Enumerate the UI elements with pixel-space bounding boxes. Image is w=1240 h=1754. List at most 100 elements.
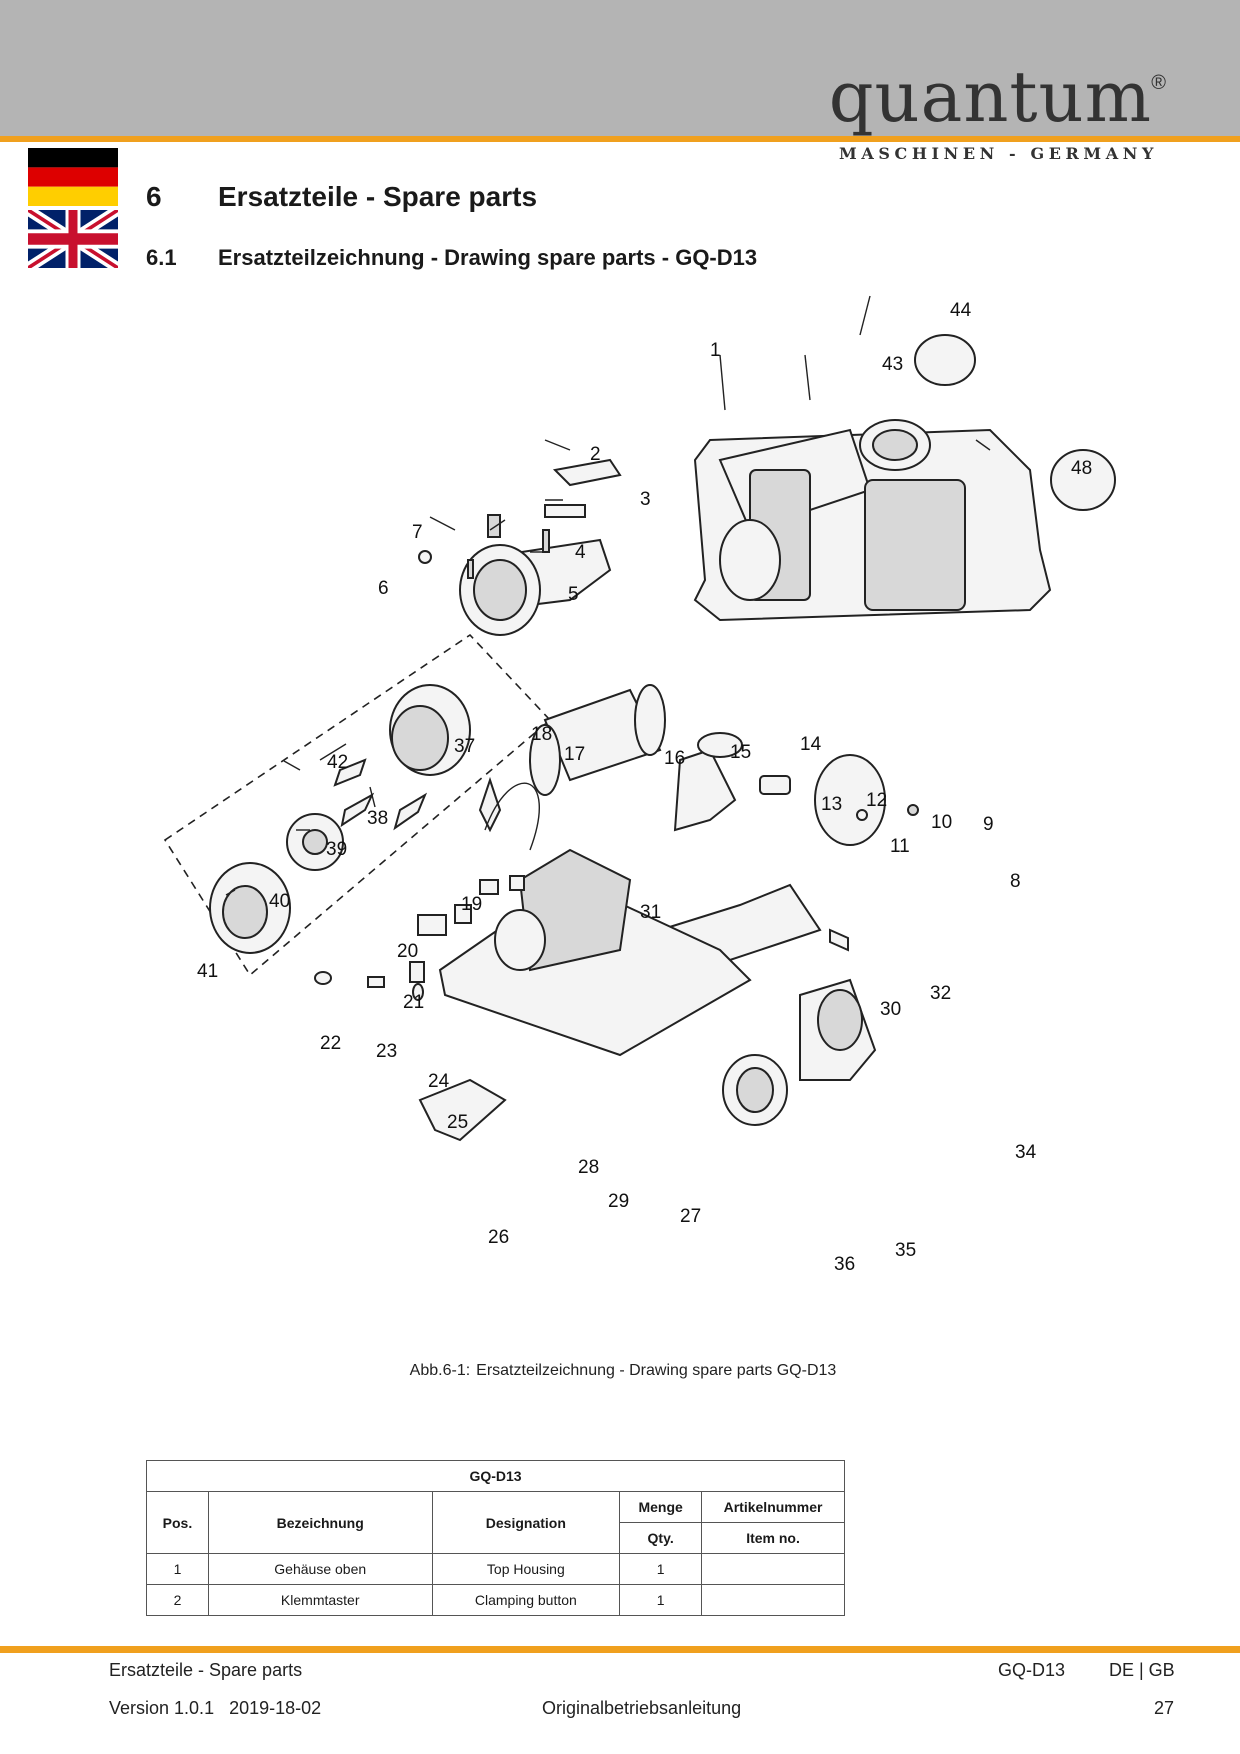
header-qty: Qty.	[619, 1522, 703, 1554]
part-label: 4	[575, 542, 586, 563]
part-label: 27	[680, 1206, 701, 1227]
uk-flag-icon	[28, 210, 118, 268]
cell-qty: 1	[619, 1584, 703, 1616]
leader-lines	[225, 295, 991, 896]
subsection-number: 6.1	[146, 245, 177, 270]
part-label: 43	[882, 354, 903, 375]
cable-31	[484, 782, 540, 851]
part-label: 17	[564, 744, 585, 765]
part-small-components	[314, 776, 849, 1001]
part-label: 14	[800, 734, 822, 755]
part-plate-26	[418, 1078, 507, 1142]
part-label: 6	[378, 578, 389, 599]
part-label: 28	[578, 1157, 599, 1178]
header-accent-line	[0, 136, 1240, 142]
part-label: 35	[895, 1240, 916, 1261]
part-label: 37	[454, 736, 475, 757]
part-grinding-assembly	[209, 684, 471, 954]
footer-manual-type: Originalbetriebsanleitung	[542, 1698, 742, 1718]
part-label: 36	[834, 1254, 855, 1275]
table-title-row: GQ-D13	[146, 1460, 845, 1492]
header-menge: Menge	[619, 1491, 703, 1523]
brand-tagline: MASCHINEN - GERMANY	[839, 144, 1158, 163]
header-designation: Designation	[431, 1491, 621, 1554]
exploded-parts-drawing: 1 2 3 4 5 6 7 8 9 10 11 12 13 14 15 16 1…	[163, 295, 1116, 1275]
part-label: 26	[488, 1227, 509, 1248]
part-label: 24	[428, 1071, 450, 1092]
part-label: 16	[664, 748, 685, 769]
part-motor-bracket	[673, 732, 919, 846]
part-label: 2	[590, 444, 601, 465]
brand-logo: quantum	[828, 56, 1152, 138]
part-label: 39	[326, 839, 347, 860]
table-header-row: Pos. Bezeichnung Designation Menge Artik…	[146, 1491, 845, 1554]
cell-designation: Top Housing	[431, 1553, 621, 1585]
footer-language: DE | GB	[1109, 1660, 1175, 1680]
part-top-housing	[693, 419, 1052, 622]
spare-parts-table: GQ-D13 Pos. Bezeichnung Designation Meng…	[146, 1460, 845, 1616]
part-label: 23	[376, 1041, 397, 1062]
part-label: 12	[866, 790, 887, 811]
part-label: 1	[710, 340, 721, 361]
part-base	[438, 848, 752, 1057]
figure-caption: Abb.6-1: Ersatzteilzeichnung - Drawing sp…	[0, 1362, 1240, 1380]
part-label: 22	[320, 1033, 341, 1054]
header-band	[0, 0, 1240, 136]
table-title: GQ-D13	[146, 1460, 845, 1492]
cell-bezeichnung: Klemmtaster	[207, 1584, 433, 1616]
part-caps	[914, 334, 1116, 511]
part-label: 40	[269, 891, 290, 912]
part-lower-housing	[722, 978, 877, 1126]
section-title: Ersatzteile - Spare parts	[218, 181, 538, 212]
table-row: 1 Gehäuse oben Top Housing 1	[146, 1553, 845, 1585]
part-label: 15	[730, 742, 751, 763]
part-label: 32	[930, 983, 951, 1004]
part-label: 13	[821, 794, 842, 815]
table-row: 2 Klemmtaster Clamping button 1	[146, 1584, 845, 1616]
page-number: 27	[1154, 1698, 1175, 1718]
footer-version-number: Version 1.0.1	[109, 1698, 215, 1718]
part-label: 41	[197, 961, 218, 982]
cell-bezeichnung: Gehäuse oben	[207, 1553, 433, 1585]
cell-designation: Clamping button	[431, 1584, 621, 1616]
figure-caption-text: Ersatzteilzeichnung - Drawing spare part…	[476, 1362, 837, 1379]
part-label: 20	[397, 941, 418, 962]
footer-date: 2019-18-02	[229, 1698, 322, 1718]
footer-section: Ersatzteile - Spare parts	[109, 1660, 303, 1680]
part-label: 8	[1010, 871, 1021, 892]
german-flag-icon	[28, 148, 118, 206]
part-label: 5	[568, 584, 579, 605]
part-label: 38	[367, 808, 388, 829]
part-label: 48	[1071, 458, 1092, 479]
cell-qty: 1	[619, 1553, 703, 1585]
part-motor	[529, 684, 666, 796]
part-label: 11	[890, 836, 910, 857]
part-labels: 1 2 3 4 5 6 7 8 9 10 11 12 13 14 15 16 1…	[197, 300, 1092, 1275]
part-label: 9	[983, 814, 994, 835]
part-label: 42	[327, 752, 348, 773]
subsection-title: Ersatzteilzeichnung - Drawing spare part…	[218, 245, 758, 270]
header-item-no: Item no.	[701, 1522, 845, 1554]
part-label: 25	[447, 1112, 468, 1133]
header-artikelnummer: Artikelnummer	[701, 1491, 845, 1523]
part-label: 10	[931, 812, 952, 833]
part-label: 18	[531, 724, 552, 745]
header-bezeichnung: Bezeichnung	[207, 1491, 433, 1554]
cell-pos: 2	[146, 1584, 209, 1616]
part-clamp-unit	[418, 458, 622, 636]
figure-caption-label: Abb.6-1:	[409, 1362, 471, 1379]
cell-item-no	[701, 1553, 845, 1585]
footer-version: Version 1.0.1 2019-18-02	[109, 1698, 321, 1719]
part-label: 21	[403, 992, 424, 1013]
part-label: 31	[640, 902, 661, 923]
part-label: 29	[608, 1191, 629, 1212]
brand-registered-mark: ®	[1151, 72, 1166, 94]
part-label: 34	[1015, 1142, 1037, 1163]
footer-model: GQ-D13	[998, 1660, 1066, 1680]
cell-pos: 1	[146, 1553, 209, 1585]
part-label: 19	[461, 894, 482, 915]
section-number: 6	[146, 181, 162, 212]
part-label: 30	[880, 999, 901, 1020]
part-label: 44	[950, 300, 972, 321]
header-pos: Pos.	[146, 1491, 209, 1554]
